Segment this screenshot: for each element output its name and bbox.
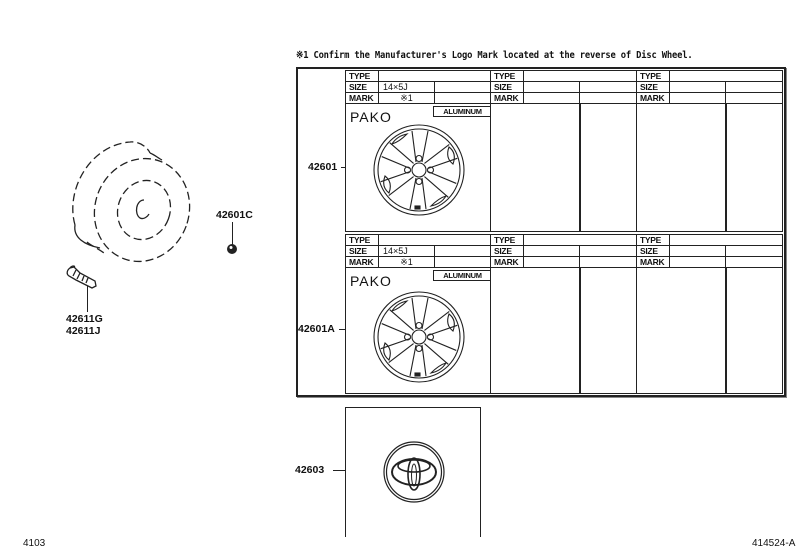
maker-label: PAKO: [350, 273, 392, 289]
mark-label: MARK: [346, 93, 379, 103]
size-label: SIZE: [637, 246, 670, 256]
wheel-assembly-icon: [72, 141, 191, 263]
size-label: SIZE: [346, 82, 379, 92]
type-label: TYPE: [637, 235, 670, 245]
size-label: SIZE: [491, 82, 524, 92]
size-value: 14×5J: [379, 246, 435, 256]
mark-label: MARK: [491, 93, 524, 103]
part-number-42611G[interactable]: 42611G: [66, 313, 103, 325]
valve-stem-icon: [66, 265, 97, 289]
wheel-cell-row1-col2: TYPE SIZE MARK: [490, 70, 638, 232]
type-value: [670, 235, 782, 245]
alloy-wheel-icon: [373, 291, 465, 383]
size-label: SIZE: [346, 246, 379, 256]
divider: [725, 268, 727, 393]
type-value: [524, 235, 637, 245]
page-code-left: 4103: [23, 538, 46, 549]
wheel-cell-row2-col3: TYPE SIZE MARK: [636, 234, 783, 394]
type-label: TYPE: [637, 71, 670, 81]
divider: [725, 104, 727, 231]
type-label: TYPE: [346, 235, 379, 245]
illustration-code: 414524-A: [752, 538, 796, 549]
size-value: [670, 82, 726, 92]
type-value: [524, 71, 637, 81]
mark-value: [524, 257, 580, 267]
center-cap-box: [345, 407, 481, 537]
size-value: 14×5J: [379, 82, 435, 92]
logo-mark-note: ※1 Confirm the Manufacturer's Logo Mark …: [296, 50, 693, 61]
maker-label: PAKO: [350, 109, 392, 125]
mark-value: ※1: [379, 257, 435, 267]
mark-value: [670, 93, 726, 103]
wheel-cell-row1-col3: TYPE SIZE MARK: [636, 70, 783, 232]
size-label: SIZE: [637, 82, 670, 92]
size-value: [524, 246, 580, 256]
type-value: [670, 71, 782, 81]
alloy-wheel-icon: [373, 124, 465, 216]
mark-value: ※1: [379, 93, 435, 103]
size-value: [670, 246, 726, 256]
toyota-logo-center-cap-icon: [383, 441, 445, 503]
material-badge: ALUMINUM: [433, 106, 491, 117]
mark-value: [670, 257, 726, 267]
material-badge: ALUMINUM: [433, 270, 491, 281]
divider: [579, 268, 581, 393]
type-label: TYPE: [491, 235, 524, 245]
leader-line: [232, 222, 234, 246]
mark-label: MARK: [346, 257, 379, 267]
type-label: TYPE: [346, 71, 379, 81]
mark-label: MARK: [637, 257, 670, 267]
part-number-42603[interactable]: 42603: [295, 464, 325, 476]
wheel-spec-table: [296, 67, 786, 397]
mark-label: MARK: [637, 93, 670, 103]
hub-nut-icon: [227, 244, 237, 254]
size-value: [524, 82, 580, 92]
leader-line: [87, 286, 89, 312]
leader-line: [339, 329, 347, 331]
leader-line: [333, 470, 345, 472]
size-label: SIZE: [491, 246, 524, 256]
wheel-cell-row2-col2: TYPE SIZE MARK: [490, 234, 638, 394]
type-label: TYPE: [491, 71, 524, 81]
part-number-42601[interactable]: 42601: [308, 161, 338, 173]
part-number-42601A[interactable]: 42601A: [298, 323, 335, 335]
mark-value: [524, 93, 580, 103]
part-number-42601C[interactable]: 42601C: [216, 209, 253, 221]
divider: [579, 104, 581, 231]
part-number-42611J[interactable]: 42611J: [66, 325, 101, 337]
leader-line: [341, 167, 347, 169]
mark-label: MARK: [491, 257, 524, 267]
